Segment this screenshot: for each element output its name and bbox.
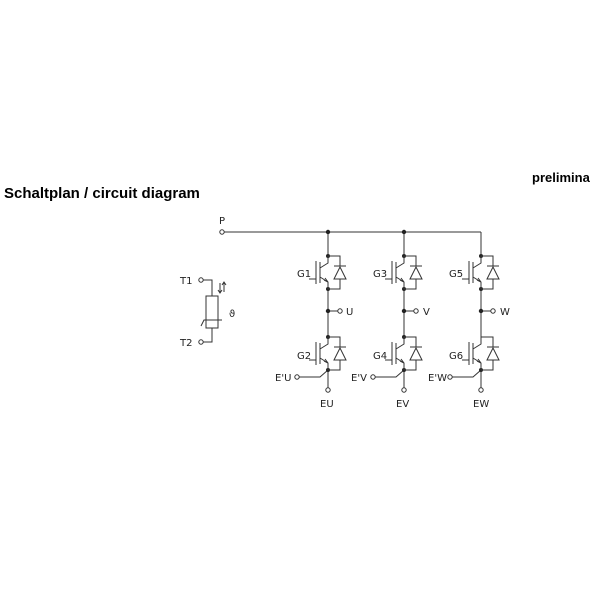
- igbt-g1: [309, 255, 347, 290]
- label-v: V: [423, 307, 430, 318]
- wiring: [219, 229, 496, 393]
- label-g2: G2: [297, 351, 311, 362]
- label-eu-aux: E'U: [275, 373, 291, 384]
- label-t1: T1: [179, 276, 192, 287]
- label-eu: EU: [320, 399, 334, 410]
- label-t2: T2: [179, 338, 192, 349]
- igbt-g6: [462, 336, 500, 371]
- igbt-g3: [385, 255, 423, 290]
- terminal-labels: P T1 T2 ϑ G1 G3 G5 G2 G4 G6 U V W E'U E'…: [179, 216, 510, 410]
- label-ew: EW: [473, 399, 489, 410]
- label-g3: G3: [373, 269, 387, 280]
- ntc-thermistor: [198, 277, 227, 345]
- label-ew-aux: E'W: [428, 373, 447, 384]
- igbt-g2: [309, 336, 347, 371]
- label-ev-aux: E'V: [351, 373, 367, 384]
- label-g5: G5: [449, 269, 463, 280]
- igbt-g4: [385, 336, 423, 371]
- label-u: U: [346, 307, 353, 318]
- igbt-cells: [309, 255, 500, 371]
- igbt-g5: [462, 255, 500, 290]
- label-ev: EV: [396, 399, 409, 410]
- label-p: P: [219, 216, 225, 227]
- label-g1: G1: [297, 269, 311, 280]
- cut-off-header-text: prelimina: [532, 170, 590, 185]
- label-g6: G6: [449, 351, 463, 362]
- label-theta: ϑ: [229, 309, 235, 320]
- page-title: Schaltplan / circuit diagram: [4, 185, 200, 202]
- label-w: W: [500, 307, 510, 318]
- label-g4: G4: [373, 351, 387, 362]
